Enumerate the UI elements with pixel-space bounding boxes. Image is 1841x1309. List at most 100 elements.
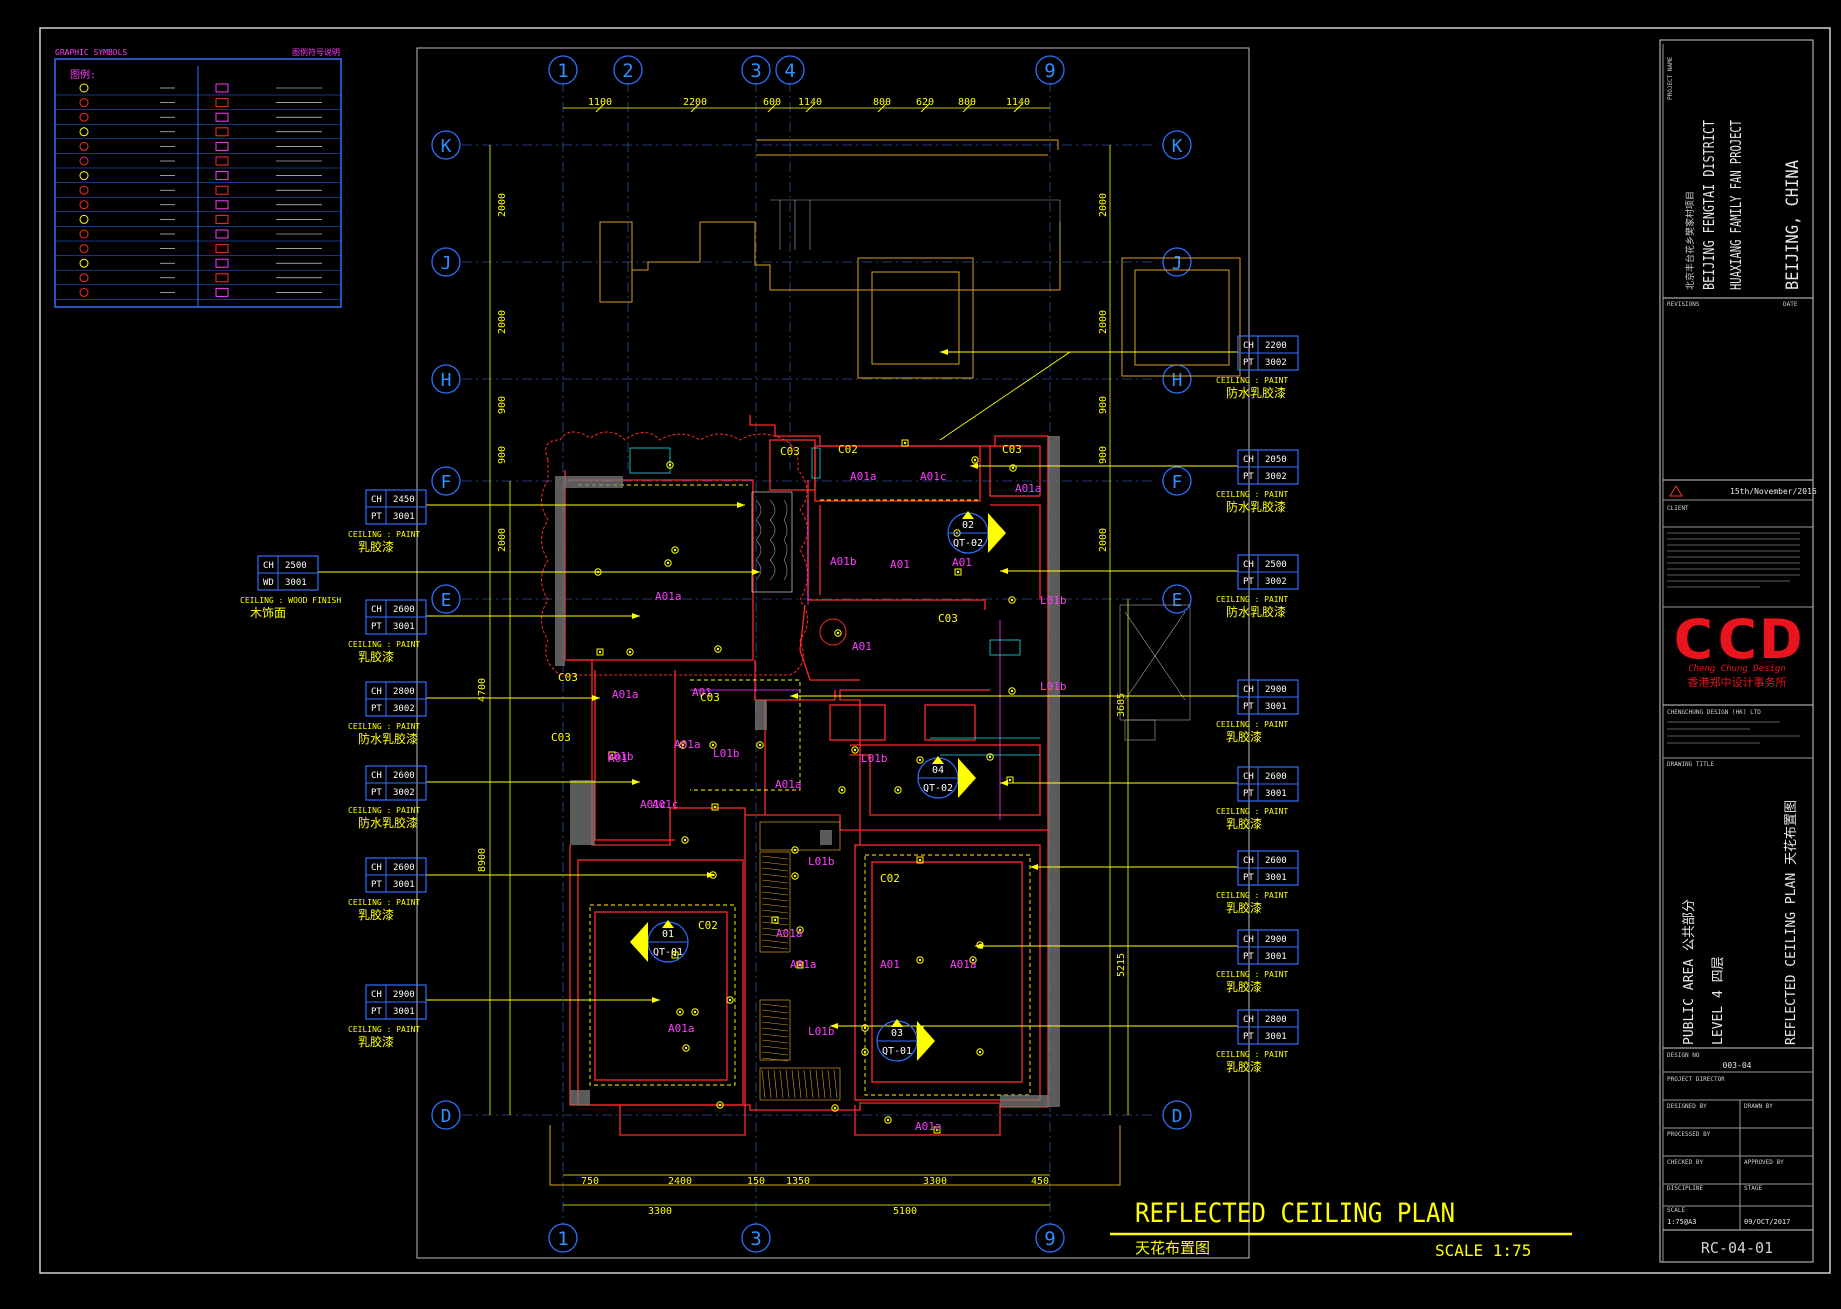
tag-caption: CEILING : PAINT [1216, 970, 1288, 979]
tag-label-pt: PT [1243, 873, 1254, 883]
tag-value-pt: 3001 [1265, 789, 1287, 799]
dimension-text: 800 [873, 97, 891, 108]
grid-label: J [1172, 253, 1183, 274]
tag-value-ch: 2200 [1265, 341, 1287, 351]
client-label: CLIENT [1667, 505, 1689, 512]
tag-caption-cn: 防水乳胶漆 [1226, 385, 1286, 400]
dimension-text: 600 [763, 97, 781, 108]
dimension-text: 900 [497, 396, 508, 414]
tag-label-ch: CH [371, 495, 382, 505]
dimension-text: 620 [916, 97, 934, 108]
downlight-icon [664, 559, 672, 567]
downlight-icon [711, 803, 719, 811]
tag-value-ch: 2600 [393, 605, 415, 615]
tag-label-ch: CH [1243, 772, 1254, 782]
downlight-icon [709, 741, 717, 749]
tag-value-pt: 3002 [1265, 358, 1287, 368]
downlight-icon [682, 1044, 690, 1052]
grid-bubble-E-left: E [431, 584, 461, 614]
tag-value-pt: 3001 [1265, 702, 1287, 712]
downlight-icon [796, 961, 804, 969]
tag-value-ch: 2900 [1265, 935, 1287, 945]
tag-label-pt: WD [263, 578, 274, 588]
scale-value: 1:75@A3 [1667, 1218, 1697, 1226]
tag-label-pt: PT [1243, 702, 1254, 712]
grid-label: D [441, 1106, 452, 1127]
downlight-icon [714, 645, 722, 653]
downlight-icon [894, 786, 902, 794]
legend-title: GRAPHIC SYMBOLS [55, 48, 127, 57]
tag-label-ch: CH [371, 687, 382, 697]
ccd-logo-subtitle: Cheng Chung Design [1688, 664, 1786, 674]
ceiling-code-label: A01 [880, 958, 900, 971]
tag-caption-cn: 乳胶漆 [1226, 979, 1262, 994]
ceiling-code-label: L01b [1040, 594, 1067, 607]
grid-label: E [1172, 590, 1183, 611]
tag-label-ch: CH [1243, 685, 1254, 695]
grid-label: D [1172, 1106, 1183, 1127]
tag-label-ch: CH [371, 605, 382, 615]
ceiling-code-label: A01a [775, 778, 802, 791]
downlight-icon [851, 746, 859, 754]
drawing-number: RC-04-01 [1701, 1239, 1773, 1257]
grid-label: 3 [750, 60, 761, 82]
tag-label-pt: PT [1243, 358, 1254, 368]
tag-caption: CEILING : WOOD FINISH [240, 596, 341, 605]
tag-caption-cn: 防水乳胶漆 [1226, 499, 1286, 514]
downlight-icon [608, 751, 616, 759]
ccd-logo: CCD [1671, 608, 1803, 671]
downlight-icon [626, 648, 634, 656]
material-code-label: C02 [698, 919, 718, 932]
drawing-scale: SCALE 1:75 [1435, 1241, 1531, 1260]
grid-label: H [1172, 370, 1183, 391]
tag-caption-cn: 防水乳胶漆 [358, 815, 418, 830]
ceiling-code-label: A01 [692, 686, 712, 699]
downlight-icon [791, 846, 799, 854]
grid-bubble-D-left: D [431, 1100, 461, 1130]
dimension-text: 3685 [1116, 693, 1127, 717]
tag-value-ch: 2500 [1265, 560, 1287, 570]
grid-label: K [441, 136, 452, 157]
tag-label-ch: CH [1243, 560, 1254, 570]
grid-bubble-K-right: K [1162, 130, 1192, 160]
grid-bubble-H-left: H [431, 364, 461, 394]
tag-label-pt: PT [1243, 789, 1254, 799]
downlight-icon [796, 926, 804, 934]
grid-label: 3 [750, 1228, 761, 1250]
ceiling-code-label: L01b [1040, 680, 1067, 693]
tag-label-ch: CH [263, 561, 274, 571]
grid-bubble-2: 2 [613, 55, 643, 85]
drawing-title-en: REFLECTED CEILING PLAN [1135, 1198, 1455, 1229]
downlight-icon [771, 916, 779, 924]
downlight-icon [791, 872, 799, 880]
grid-bubble-bottom-1: 1 [548, 1223, 578, 1253]
material-code-label: C02 [880, 872, 900, 885]
downlight-icon [831, 1104, 839, 1112]
downlight-icon [861, 1024, 869, 1032]
downlight-icon [671, 546, 679, 554]
discipline-label: DISCIPLINE [1667, 1185, 1704, 1192]
downlight-icon [834, 629, 842, 637]
grid-label: 4 [784, 60, 795, 82]
processed-by-label: PROCESSED BY [1667, 1131, 1711, 1138]
designed-by-label: DESIGNED BY [1667, 1103, 1707, 1110]
approved-by-label: APPROVED BY [1744, 1159, 1784, 1166]
dimension-text: 1350 [786, 1176, 810, 1187]
downlight-icon [1006, 776, 1014, 784]
tag-value-pt: 3001 [393, 512, 415, 522]
tag-value-pt: 3001 [393, 622, 415, 632]
tag-label-pt: PT [371, 622, 382, 632]
revisions-label: REVISIONS [1667, 301, 1700, 308]
grid-bubble-D-right: D [1162, 1100, 1192, 1130]
tag-label-ch: CH [371, 990, 382, 1000]
tag-caption-cn: 乳胶漆 [358, 907, 394, 922]
title-block: PROJECT NAME 北京丰台花乡樊家村项目 BEIJING FENGTAI… [1659, 39, 1817, 1263]
downlight-icon [1008, 596, 1016, 604]
section-number: 02 [962, 520, 974, 531]
